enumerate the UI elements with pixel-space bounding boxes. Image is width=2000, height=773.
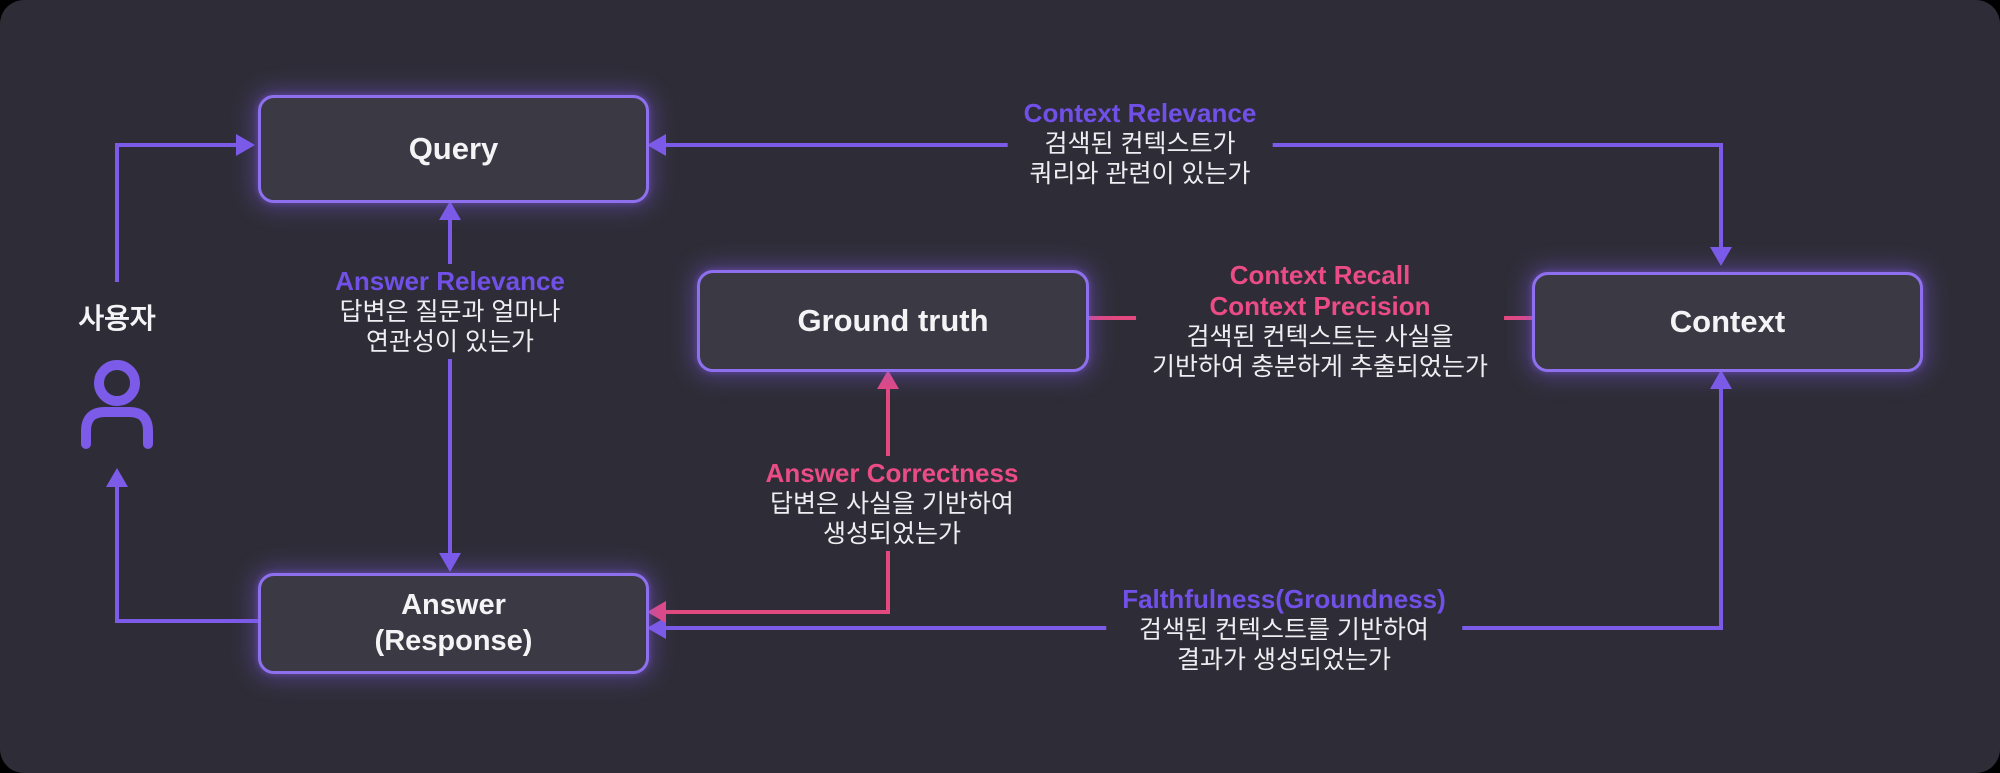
faithfulness-desc2: 결과가 생성되었는가 xyxy=(1177,646,1391,675)
answer-to-user-line-vertical xyxy=(115,486,119,623)
context-relevance-label: Context Relevance 검색된 컨텍스트가 쿼리와 관련이 있는가 xyxy=(1007,96,1273,192)
faithfulness-label: Falthfulness(Groundness) 검색된 컨텍스트를 기반하여 … xyxy=(1106,582,1462,678)
context-relevance-title: Context Relevance xyxy=(1023,98,1257,128)
context-recall-desc1: 검색된 컨텍스트는 사실을 xyxy=(1186,323,1454,352)
context-to-query-arrowhead-icon xyxy=(647,134,666,156)
faithfulness-desc1: 검색된 컨텍스트를 기반하여 xyxy=(1139,616,1429,645)
faithfulness-line-vertical xyxy=(1719,388,1723,630)
context-recall-precision-label: Context Recall Context Precision 검색된 컨텍스… xyxy=(1136,258,1504,385)
answer-relevance-title: Answer Relevance xyxy=(335,266,565,296)
answer-to-user-arrowhead-icon xyxy=(106,468,128,487)
answer-node: Answer (Response) xyxy=(258,573,649,674)
answer-correctness-label: Answer Correctness 답변은 사실을 기반하여 생성되었는가 xyxy=(749,456,1035,552)
context-recall-title: Context Recall xyxy=(1229,260,1411,290)
faithfulness-title: Falthfulness(Groundness) xyxy=(1122,584,1446,614)
user-to-query-line-vertical xyxy=(115,145,119,282)
answer-correctness-desc1: 답변은 사실을 기반하여 xyxy=(770,490,1014,519)
answer-to-context-arrowhead-icon xyxy=(1710,370,1732,389)
answer-to-ground-truth-arrowhead-icon xyxy=(877,370,899,389)
query-to-context-arrowhead-icon xyxy=(1710,247,1732,266)
answer-correctness-title: Answer Correctness xyxy=(765,458,1019,488)
answer-relevance-label: Answer Relevance 답변은 질문과 얼마나 연관성이 있는가 xyxy=(319,264,581,360)
query-node: Query xyxy=(258,95,649,203)
answer-relevance-desc2: 연관성이 있는가 xyxy=(366,328,534,357)
answer-relevance-line-vertical xyxy=(448,219,452,555)
answer-relevance-desc1: 답변은 질문과 얼마나 xyxy=(339,298,561,327)
answer-to-query-arrowhead-icon xyxy=(439,201,461,220)
user-to-query-line-horizontal xyxy=(115,143,237,147)
answer-node-label-line1: Answer xyxy=(401,589,506,622)
context-relevance-desc1: 검색된 컨텍스트가 xyxy=(1044,130,1236,159)
query-node-label: Query xyxy=(408,131,499,167)
context-node: Context xyxy=(1532,272,1923,372)
ground-truth-node-label: Ground truth xyxy=(797,303,989,339)
query-context-line-vertical xyxy=(1719,143,1723,247)
person-icon xyxy=(81,360,153,449)
context-precision-title: Context Precision xyxy=(1209,291,1431,322)
query-to-answer-arrowhead-icon xyxy=(439,553,461,572)
answer-correctness-desc2: 생성되었는가 xyxy=(822,520,962,549)
answer-correctness-line-horizontal xyxy=(664,610,890,614)
context-node-label: Context xyxy=(1669,304,1786,340)
answer-node-label-line2: (Response) xyxy=(374,624,533,657)
ground-truth-to-answer-arrowhead-icon xyxy=(647,601,666,623)
user-to-query-arrowhead-icon xyxy=(236,134,255,156)
context-relevance-desc2: 쿼리와 관련이 있는가 xyxy=(1029,160,1251,189)
answer-to-user-line-horizontal xyxy=(117,619,260,623)
context-recall-desc2: 기반하여 충분하게 추출되었는가 xyxy=(1152,353,1488,382)
ground-truth-node: Ground truth xyxy=(697,270,1089,372)
user-label: 사용자 xyxy=(78,303,156,334)
